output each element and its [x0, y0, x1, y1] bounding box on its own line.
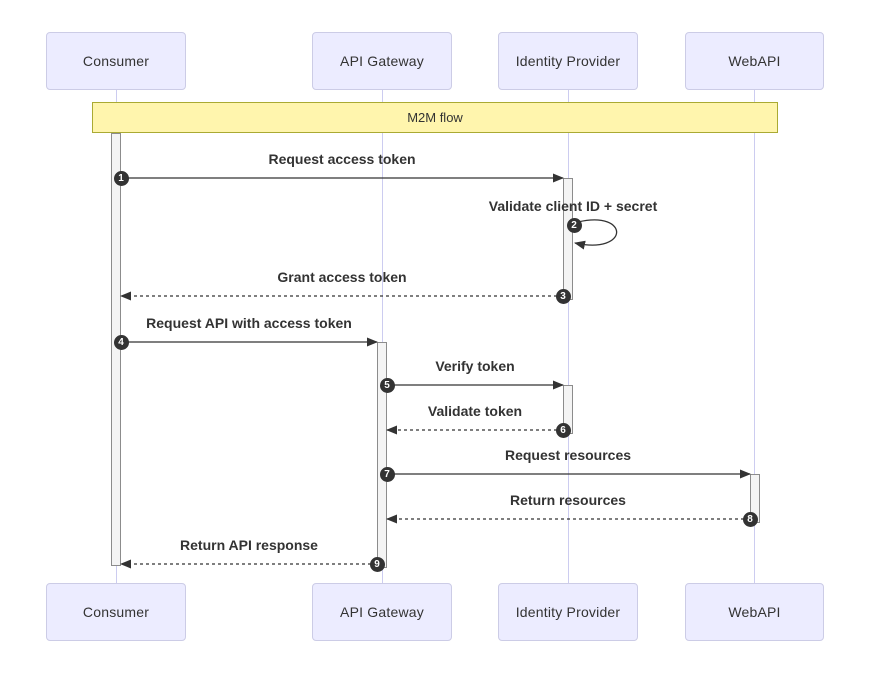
message-label-7: Request resources	[504, 447, 632, 463]
activation-bar-consumer-0	[111, 133, 121, 566]
message-label-3: Grant access token	[277, 269, 407, 285]
sequence-number-9: 9	[369, 556, 385, 572]
lifeline-api-gateway	[382, 90, 383, 583]
sequence-number-3: 3	[555, 288, 571, 304]
message-label-1: Request access token	[268, 151, 416, 167]
participant-top-api-gateway: API Gateway	[312, 32, 452, 90]
participant-bottom-webapi: WebAPI	[685, 583, 824, 641]
note-m2m-flow: M2M flow	[92, 102, 778, 133]
participant-bottom-identity-provider: Identity Provider	[498, 583, 638, 641]
lifeline-identity-provider	[568, 90, 569, 583]
sequence-number-2: 2	[566, 217, 582, 233]
sequence-number-4: 4	[113, 334, 129, 350]
activation-bar-identity-provider-2	[563, 178, 573, 300]
message-label-5: Verify token	[435, 358, 515, 374]
message-label-6: Validate token	[427, 403, 523, 419]
note-label: M2M flow	[407, 110, 463, 125]
participant-top-webapi: WebAPI	[685, 32, 824, 90]
participant-top-consumer: Consumer	[46, 32, 186, 90]
participant-bottom-consumer: Consumer	[46, 583, 186, 641]
activation-bar-api-gateway-1	[377, 342, 387, 568]
message-label-2: Validate client ID + secret	[488, 198, 658, 214]
sequence-number-6: 6	[555, 422, 571, 438]
sequence-number-8: 8	[742, 511, 758, 527]
sequence-number-7: 7	[379, 466, 395, 482]
message-label-4: Request API with access token	[146, 315, 352, 331]
message-label-9: Return API response	[180, 537, 318, 553]
sequence-number-1: 1	[113, 170, 129, 186]
sequence-number-5: 5	[379, 377, 395, 393]
participant-top-identity-provider: Identity Provider	[498, 32, 638, 90]
lifeline-webapi	[754, 90, 755, 583]
participant-bottom-api-gateway: API Gateway	[312, 583, 452, 641]
message-label-8: Return resources	[510, 492, 626, 508]
